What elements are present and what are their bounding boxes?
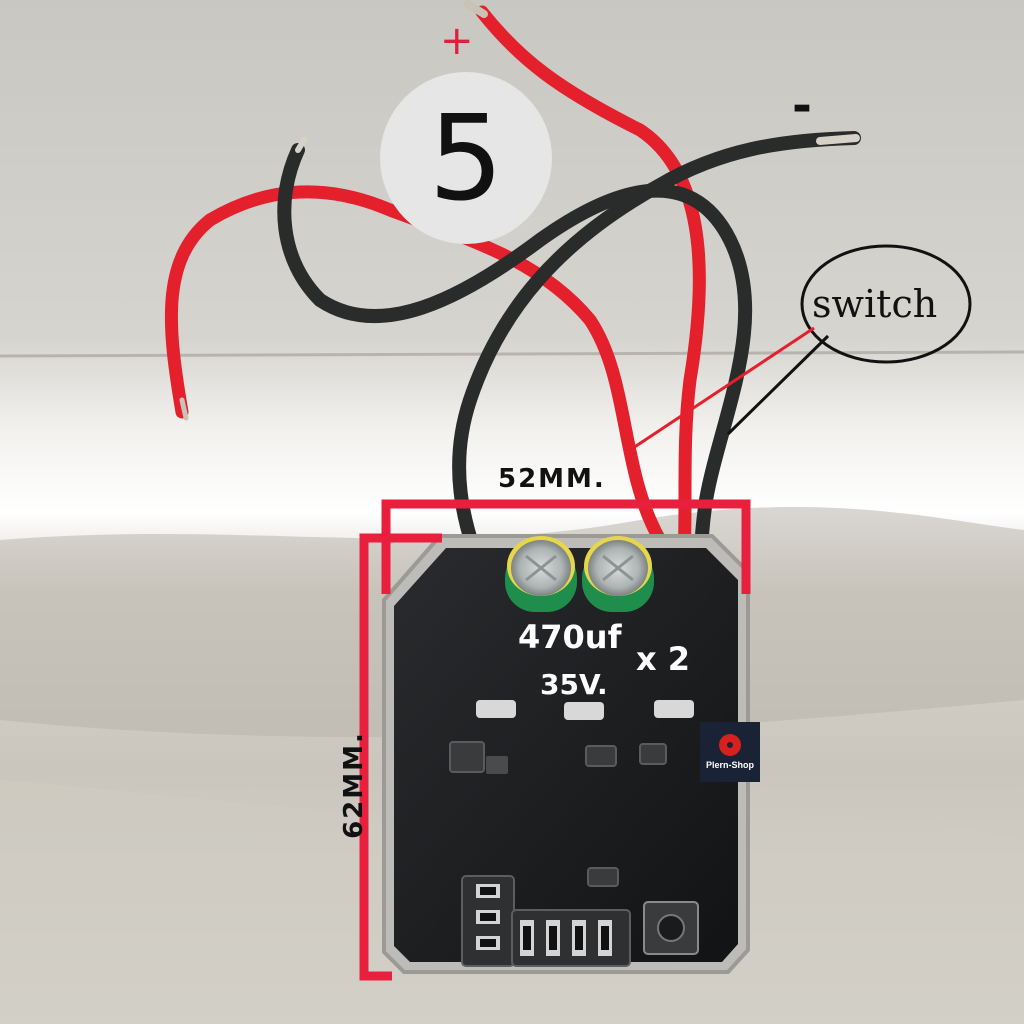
capacitor-value-label: 470uf: [518, 618, 622, 656]
smd-component: [486, 756, 508, 774]
tactile-button: [643, 901, 699, 955]
capacitor-voltage-label: 35V.: [540, 668, 608, 701]
wire-black-negative: [452, 131, 861, 597]
smd-component: [639, 743, 667, 765]
solder-pad: [564, 702, 604, 720]
step-number-badge: 5: [380, 72, 552, 244]
shop-watermark-text: Plern-Shop: [705, 760, 754, 770]
capacitor-left: [505, 536, 577, 612]
positive-label: +: [440, 18, 474, 64]
switch-callout-label: switch: [812, 282, 938, 326]
switch-callout-circle: [800, 244, 972, 364]
wire-red-positive: [475, 5, 706, 607]
height-dimension-label: 62MM.: [338, 731, 369, 839]
smd-component: [449, 741, 485, 773]
width-dimension-label: 52MM.: [498, 464, 606, 494]
solder-pad: [476, 700, 516, 718]
wire-tip-negative: [816, 134, 860, 145]
wire-tip-positive: [464, 0, 488, 18]
wire-tip-black-left: [295, 137, 307, 153]
switch-pointer-red: [629, 326, 815, 452]
shop-watermark: Plern-Shop: [700, 722, 760, 782]
capacitor-right: [582, 536, 654, 612]
wire-black-switch: [277, 143, 753, 607]
resistor-array: [461, 875, 631, 967]
negative-label: -: [792, 78, 812, 134]
smd-component: [585, 745, 617, 767]
record-icon: [719, 734, 741, 756]
solder-pad: [654, 700, 694, 718]
switch-pointer-black: [726, 334, 830, 436]
capacitor-count-label: x 2: [636, 640, 691, 678]
wire-tip-red-left: [179, 397, 189, 421]
dimension-line-height: [359, 533, 442, 981]
dimension-line-width: [381, 499, 751, 594]
circuit-board-surface: [394, 548, 738, 962]
smd-component: [587, 867, 619, 887]
